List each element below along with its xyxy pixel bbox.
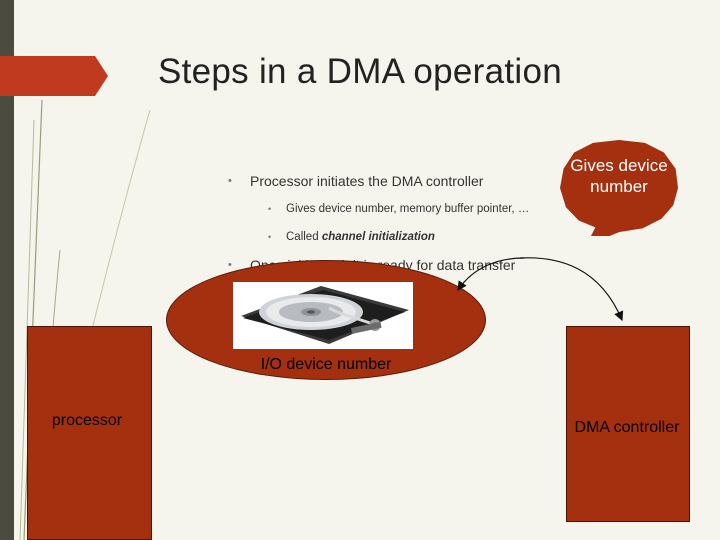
hard-drive-icon (233, 282, 413, 349)
title-accent-tab (0, 56, 108, 96)
bullet-icon: • (228, 259, 232, 271)
io-device-label: I/O device number (260, 356, 392, 373)
bullet-icon: • (268, 204, 272, 214)
dma-controller-label: DMA controller (574, 419, 680, 436)
bullet-item: • Processor initiates the DMA controller (228, 170, 558, 192)
sub-bullet-item: • Called channel initialization (228, 226, 558, 248)
speech-bubble-text: Gives device number (570, 156, 668, 196)
slide-title: Steps in a DMA operation (157, 52, 563, 91)
bullet-icon: • (268, 232, 272, 242)
processor-label: processor (51, 412, 123, 429)
dma-controller-box (566, 326, 690, 522)
speech-bubble (560, 140, 678, 236)
left-decor-strip (0, 0, 14, 540)
sub-bullet-text: Gives device number, memory buffer point… (286, 203, 530, 215)
processor-box (27, 326, 152, 540)
bullet-text: Processor initiates the DMA controller (250, 173, 484, 189)
sub-bullet-emphasis: channel initialization (321, 231, 435, 243)
sub-bullet-item: • Gives device number, memory buffer poin… (228, 198, 558, 220)
bullet-icon: • (228, 175, 232, 187)
sub-bullet-prefix: Called (286, 231, 322, 243)
bullet-list: •Processor initiates the DMA controller … (228, 170, 558, 276)
